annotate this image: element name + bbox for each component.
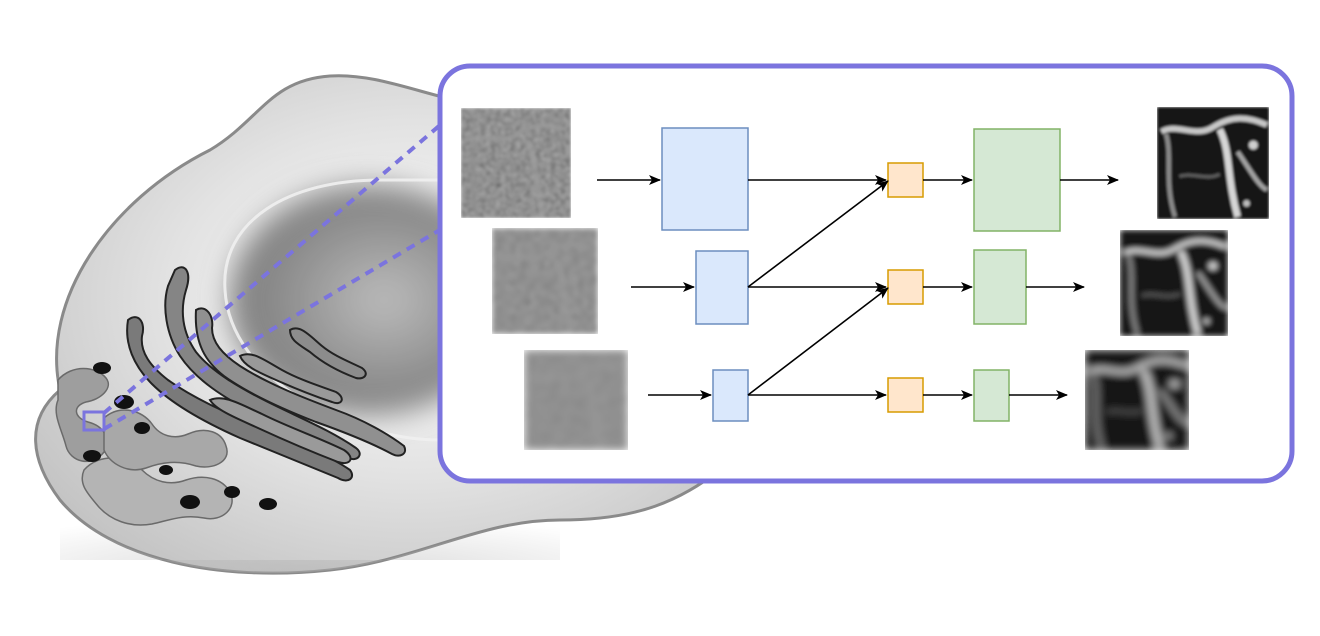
fusion-block-scale-1: [888, 163, 923, 197]
fusion-block-scale-3: [888, 378, 923, 412]
decoder-block-scale-3: [974, 370, 1009, 421]
input-image-scale-3: [524, 350, 628, 450]
output-image-scale-3: [1085, 350, 1189, 450]
encoder-block-scale-2: [696, 251, 748, 324]
output-image-scale-2: [1120, 230, 1228, 336]
input-image-scale-1: [461, 108, 571, 218]
network-panel: [440, 66, 1292, 481]
fusion-block-scale-2: [888, 270, 923, 304]
encoder-block-scale-3: [713, 370, 748, 421]
encoder-block-scale-1: [662, 128, 748, 230]
decoder-block-scale-2: [974, 250, 1026, 324]
decoder-block-scale-1: [974, 129, 1060, 231]
input-image-scale-2: [492, 228, 598, 334]
output-image-scale-1: [1157, 107, 1269, 219]
